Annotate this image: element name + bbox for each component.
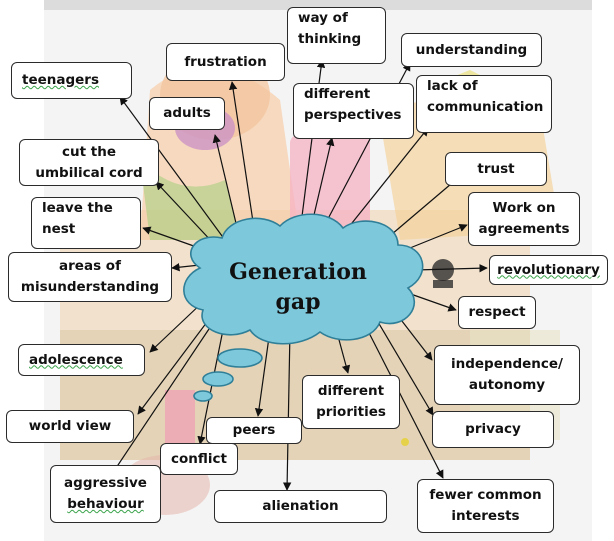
node-frustration: frustration	[166, 43, 285, 81]
node-adolescence: adolescence	[18, 344, 145, 376]
node-conflict: conflict	[160, 443, 238, 475]
node-leave-the-nest: leave the nest	[31, 197, 141, 249]
node-aggressive-behaviour: aggressive behaviour	[50, 465, 161, 523]
node-lack-of-communication: lack of communication	[416, 75, 552, 133]
node-understanding: understanding	[401, 33, 542, 67]
node-independence-autonomy: independence/ autonomy	[434, 345, 580, 405]
node-alienation: alienation	[214, 490, 387, 523]
arrow-cut-umbilical-cord	[155, 181, 216, 246]
node-adults: adults	[149, 97, 225, 130]
node-cut-the-umbilical-cord: cut the umbilical cord	[19, 139, 159, 186]
arrow-trust	[384, 177, 459, 241]
node-work-on-agreements: Work on agreements	[468, 192, 580, 246]
arrow-world-view	[137, 317, 211, 415]
arrow-frustration	[228, 81, 256, 236]
arrow-adolescence	[149, 299, 206, 353]
node-different-perspectives: different perspectives	[293, 83, 414, 139]
node-way-of-thinking: way of thinking	[287, 7, 386, 64]
arrow-lack-of-communication	[339, 127, 429, 239]
arrow-alienation	[282, 329, 292, 491]
central-topic-line-2: gap	[275, 289, 321, 315]
node-world-view: world view	[6, 410, 134, 443]
node-different-priorities: different priorities	[302, 375, 400, 429]
central-topic: Generation gap	[196, 252, 400, 322]
central-topic-line-1: Generation	[229, 259, 367, 285]
arrow-revolutionary	[414, 264, 488, 273]
arrow-teenagers	[119, 96, 226, 241]
arrow-peers	[254, 329, 271, 417]
node-teenagers: teenagers	[11, 62, 132, 99]
node-respect: respect	[458, 296, 536, 329]
arrow-aggressive-behaviour	[111, 319, 216, 475]
arrow-work-on-agreements	[404, 223, 468, 251]
node-peers: peers	[206, 417, 302, 444]
node-areas-of-misunderstanding: areas of misunderstanding	[8, 252, 172, 302]
arrow-areas-of-misunderstanding	[171, 263, 201, 272]
arrow-fewer-common-interests	[364, 324, 444, 479]
node-privacy: privacy	[432, 411, 554, 448]
node-trust: trust	[445, 152, 547, 186]
node-fewer-common-interests: fewer common interests	[417, 479, 554, 533]
arrow-privacy	[377, 321, 434, 416]
node-revolutionary: revolutionary	[489, 255, 608, 285]
